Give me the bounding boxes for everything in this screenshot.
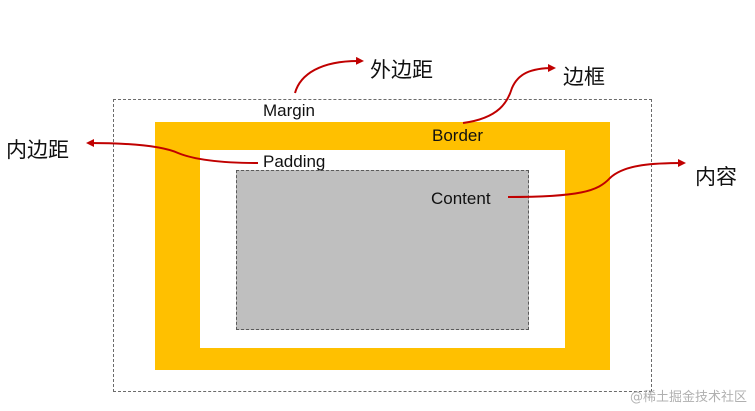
content-arrow <box>507 159 686 198</box>
border-label: Border <box>432 126 484 145</box>
watermark: @稀土掘金技术社区 <box>629 390 747 405</box>
margin-callout: 外边距 <box>370 58 433 82</box>
margin-area-outline <box>113 99 652 392</box>
margin-arrow <box>294 56 364 94</box>
padding-arrow <box>86 139 259 164</box>
content-area <box>236 170 529 330</box>
padding-label: Padding <box>263 152 326 171</box>
content-label: Content <box>431 189 491 208</box>
border-arrow <box>462 64 556 124</box>
border-callout: 边框 <box>563 65 605 89</box>
padding-callout: 内边距 <box>6 138 69 162</box>
content-callout: 内容 <box>695 165 737 189</box>
margin-label: Margin <box>263 101 315 120</box>
